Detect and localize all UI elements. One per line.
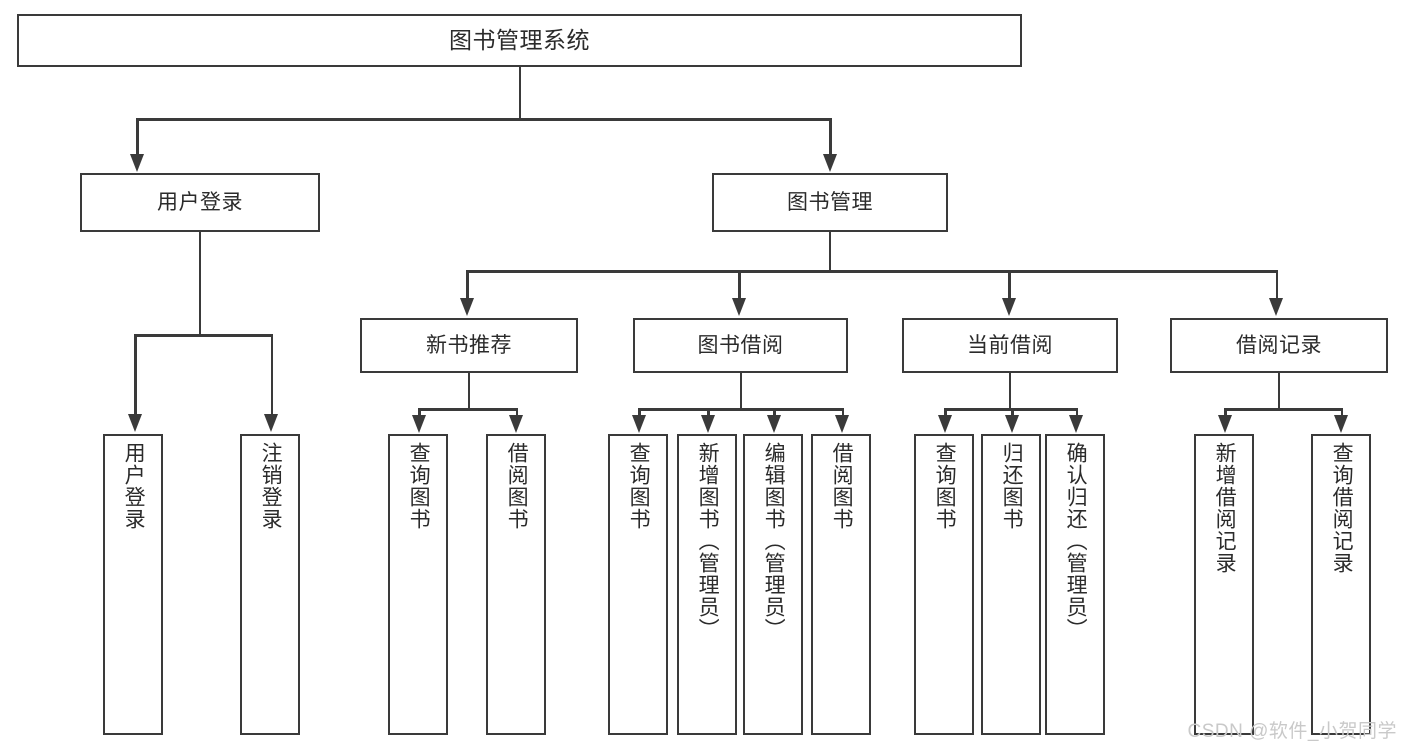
- leaf-add-book-admin[interactable]: 新增图书（管理员）: [677, 434, 737, 735]
- arrowhead-leaf-query-book-3: [937, 415, 952, 433]
- connector-root-stem: [518, 67, 521, 118]
- node-label: 借阅图书: [505, 442, 529, 530]
- node-label: 新书推荐: [426, 333, 512, 357]
- node-current-borrow[interactable]: 当前借阅: [902, 318, 1118, 373]
- node-new-book-recommend[interactable]: 新书推荐: [360, 318, 578, 373]
- node-label: 图书借阅: [697, 333, 784, 357]
- arrowhead-new-book-recommend: [459, 298, 474, 316]
- leaf-query-borrow-record[interactable]: 查询借阅记录: [1311, 434, 1371, 735]
- leaf-borrow-book-1[interactable]: 借阅图书: [486, 434, 546, 735]
- connector-user-login-right: [270, 334, 273, 416]
- arrowhead-leaf-borrow-book-2: [835, 415, 850, 433]
- arrowhead-leaf-logout-login: [264, 414, 279, 432]
- node-label: 图书管理系统: [449, 26, 590, 53]
- arrowhead-leaf-edit-book-admin: [766, 415, 781, 433]
- connector-book-management-stem: [828, 232, 832, 270]
- connector-bb-1: [638, 408, 641, 417]
- arrowhead-leaf-query-book-2: [631, 415, 646, 433]
- node-label: 归还图书: [1000, 442, 1024, 530]
- connector-book-borrow-bus: [638, 408, 844, 411]
- node-label: 新增图书（管理员）: [696, 442, 720, 640]
- node-book-management[interactable]: 图书管理: [712, 173, 948, 232]
- connector-cb-3: [1075, 408, 1078, 417]
- node-borrow-record[interactable]: 借阅记录: [1170, 318, 1388, 373]
- arrowhead-borrow-record: [1269, 298, 1284, 316]
- connector-book-management-bus: [466, 270, 1278, 273]
- leaf-user-login[interactable]: 用户登录: [103, 434, 163, 735]
- connector-borrow-record-bus: [1224, 408, 1343, 411]
- arrowhead-book-management: [822, 154, 837, 172]
- arrowhead-leaf-confirm-return-admin: [1069, 415, 1084, 433]
- arrowhead-leaf-return-book: [1004, 415, 1019, 433]
- arrowhead-leaf-borrow-book-1: [509, 415, 524, 433]
- connector-new-book-recommend-bus: [418, 408, 518, 411]
- node-label: 查询图书: [407, 442, 431, 530]
- node-label: 注销登录: [259, 442, 283, 530]
- leaf-edit-book-admin[interactable]: 编辑图书（管理员）: [743, 434, 803, 735]
- arrowhead-book-borrow: [731, 298, 746, 316]
- connector-to-new-book-recommend: [466, 270, 469, 300]
- connector-root-bus: [136, 118, 831, 121]
- connector-new-book-recommend-stem: [467, 373, 471, 408]
- connector-bb-2: [707, 408, 710, 417]
- leaf-add-borrow-record[interactable]: 新增借阅记录: [1194, 434, 1254, 735]
- connector-user-login-left: [134, 334, 137, 416]
- leaf-return-book[interactable]: 归还图书: [981, 434, 1041, 735]
- connector-to-book-borrow: [738, 270, 741, 300]
- leaf-query-book-3[interactable]: 查询图书: [914, 434, 974, 735]
- node-book-borrow[interactable]: 图书借阅: [633, 318, 848, 373]
- connector-root-to-user-login: [136, 118, 139, 156]
- connector-bb-3: [773, 408, 776, 417]
- connector-to-current-borrow: [1008, 270, 1011, 300]
- arrowhead-leaf-add-book-admin: [700, 415, 715, 433]
- node-label: 当前借阅: [967, 333, 1053, 357]
- connector-nbr-right: [515, 408, 518, 417]
- arrowhead-leaf-user-login: [127, 414, 142, 432]
- node-label: 新增借阅记录: [1213, 442, 1237, 574]
- node-label: 图书管理: [787, 190, 873, 214]
- connector-cb-2: [1011, 408, 1014, 417]
- connector-to-borrow-record: [1275, 270, 1278, 300]
- arrowhead-current-borrow: [1001, 298, 1016, 316]
- connector-current-borrow-stem: [1008, 373, 1012, 408]
- node-label: 查询图书: [933, 442, 957, 530]
- connector-user-login-bus: [134, 334, 273, 337]
- connector-bb-4: [841, 408, 844, 417]
- connector-user-login-stem: [198, 232, 202, 334]
- leaf-query-book-2[interactable]: 查询图书: [608, 434, 668, 735]
- node-label: 编辑图书（管理员）: [762, 442, 786, 640]
- connector-root-to-book-management: [829, 118, 832, 156]
- watermark: CSDN @软件_小贺同学: [1187, 721, 1397, 742]
- leaf-confirm-return-admin[interactable]: 确认归还（管理员）: [1045, 434, 1105, 735]
- node-label: 查询借阅记录: [1330, 442, 1354, 574]
- leaf-borrow-book-2[interactable]: 借阅图书: [811, 434, 871, 735]
- node-user-login[interactable]: 用户登录: [80, 173, 320, 232]
- leaf-logout-login[interactable]: 注销登录: [240, 434, 300, 735]
- arrowhead-user-login: [129, 154, 144, 172]
- connector-borrow-record-stem: [1277, 373, 1281, 408]
- leaf-query-book-1[interactable]: 查询图书: [388, 434, 448, 735]
- node-label: 借阅图书: [830, 442, 854, 530]
- node-root-system[interactable]: 图书管理系统: [17, 14, 1022, 67]
- arrowhead-leaf-add-borrow-record: [1217, 415, 1232, 433]
- node-label: 用户登录: [122, 442, 146, 530]
- connector-cb-1: [944, 408, 947, 417]
- node-label: 查询图书: [627, 442, 651, 530]
- connector-nbr-left: [418, 408, 421, 417]
- arrowhead-leaf-query-book-1: [411, 415, 426, 433]
- connector-br-2: [1340, 408, 1343, 417]
- node-label: 确认归还（管理员）: [1064, 442, 1088, 640]
- node-label: 用户登录: [157, 190, 243, 214]
- arrowhead-leaf-query-borrow-record: [1334, 415, 1349, 433]
- connector-br-1: [1224, 408, 1227, 417]
- node-label: 借阅记录: [1236, 333, 1322, 357]
- connector-book-borrow-stem: [739, 373, 743, 408]
